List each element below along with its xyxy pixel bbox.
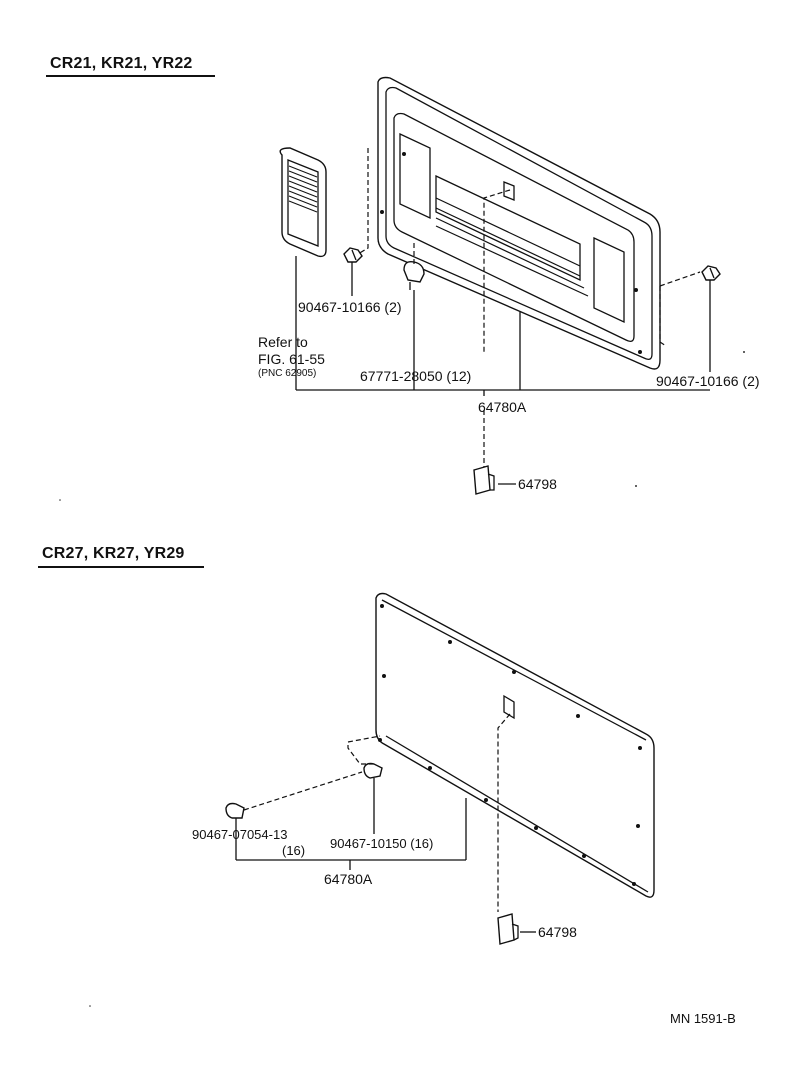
dash-left-clip [357,148,369,255]
trim-panel-framed [377,76,661,370]
dash-10150 [347,735,381,765]
label-90467-07054-13: 90467-07054-13 [192,827,288,842]
label-cap-2: 64798 [538,924,577,940]
label-fig-ref: FIG. 61-55 [258,351,325,367]
fastener-10150 [363,762,383,790]
label-90467-10166-left: 90467-10166 (2) [298,299,402,315]
label-assembly-1: 64780A [478,399,527,415]
label-07054-qty: (16) [282,843,306,858]
section1-header: CR21, KR21, YR22 [50,55,193,72]
dash-cap-2 [497,713,511,912]
label-67771-28050: 67771-28050 (12) [360,368,472,384]
clip-right [701,265,721,281]
leaders-section2 [235,790,536,933]
dash-center-latch [483,189,511,352]
section2-header: CR27, KR27, YR29 [42,545,185,562]
dash-07054 [243,771,363,811]
grille-part [279,147,327,258]
leaders-section1 [295,256,711,485]
fastener-07054 [225,802,245,819]
dash-right-frame [659,286,667,347]
label-cap-1: 64798 [518,476,557,492]
label-90467-10166-right: 90467-10166 (2) [656,373,760,389]
label-assembly-2: 64780A [324,871,373,887]
label-pnc-ref: (PNC 62905) [258,368,317,379]
cap-part-1 [473,465,495,495]
cap-part-2 [497,913,519,945]
dash-right-clip [659,271,701,287]
label-refer-to: Refer to [258,334,308,350]
fastener-center [403,260,425,290]
footer-code: MN 1591-B [670,1011,736,1026]
trim-panel-plain [375,592,655,898]
label-90467-10150: 90467-10150 (16) [330,836,434,851]
clip-left [343,247,363,263]
scan-specks [59,351,745,1007]
